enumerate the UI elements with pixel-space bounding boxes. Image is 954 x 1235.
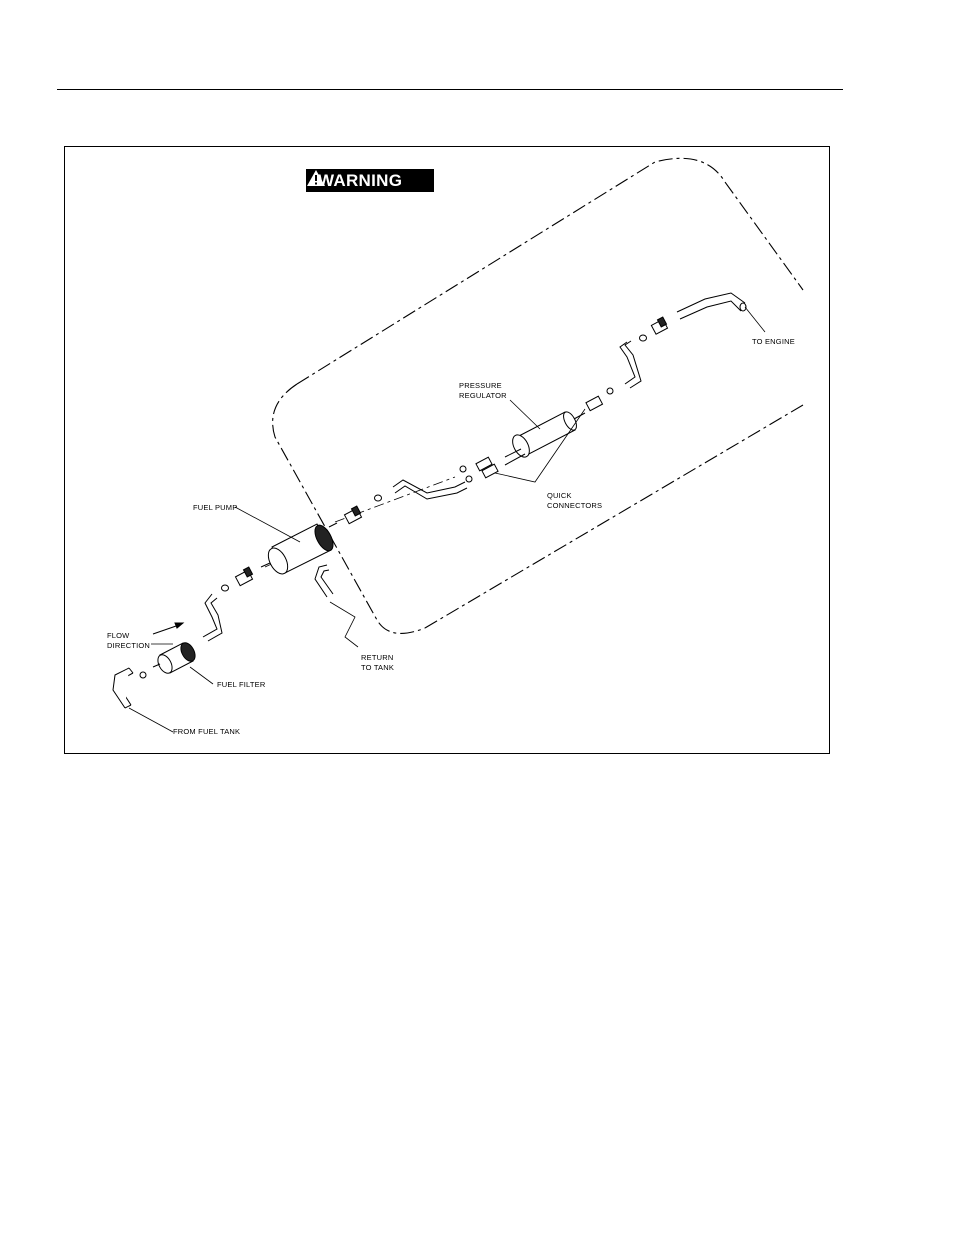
label-flow-direction: FLOW DIRECTION: [107, 631, 150, 650]
system-boundary-bottom: [425, 405, 803, 628]
fuel-system-figure: WARNING TO ENGINE PRESSURE REGULATOR QUI…: [64, 146, 830, 754]
fitting-pump-outlet: [344, 506, 361, 524]
fitting-upper: [651, 317, 667, 334]
regulator-connectors: [460, 457, 498, 482]
fitting-lower: [235, 567, 252, 586]
to-engine-leader: [745, 307, 765, 332]
pressure-regulator-body: [505, 410, 585, 465]
fuel-pump-leader: [235, 507, 300, 542]
label-to-engine: TO ENGINE: [752, 337, 795, 347]
return-hose: [315, 565, 333, 597]
label-fuel-pump: FUEL PUMP: [193, 503, 237, 513]
hose-clamp: [140, 672, 146, 678]
s-hose-upper: [620, 341, 641, 388]
fuel-system-diagram: [65, 147, 831, 755]
hose-clamp: [222, 585, 229, 591]
label-fuel-filter: FUEL FILTER: [217, 680, 265, 690]
regulator-outlet-connector: [586, 388, 613, 411]
label-quick-connectors: QUICK CONNECTORS: [547, 491, 602, 510]
label-return-to-tank: RETURN TO TANK: [361, 653, 394, 672]
system-boundary-left: [273, 384, 425, 633]
header-rule: [57, 89, 843, 90]
warning-triangle-icon: [306, 169, 326, 187]
fuel-tank-hose: [113, 668, 133, 708]
hose-clamp: [640, 335, 647, 341]
hose-clamp: [375, 495, 382, 501]
engine-hose: [677, 293, 746, 319]
system-boundary: [297, 158, 803, 384]
warning-banner: WARNING: [306, 169, 434, 192]
warning-text: WARNING: [318, 171, 402, 191]
label-pressure-regulator: PRESSURE REGULATOR: [459, 381, 507, 400]
fuel-pump-body: [261, 522, 337, 577]
flow-arrow: [153, 623, 183, 634]
middle-hose: [393, 480, 467, 499]
from-fuel-tank-leader: [129, 708, 173, 732]
pressure-regulator-leader: [510, 400, 540, 429]
return-leader: [330, 602, 358, 647]
label-from-fuel-tank: FROM FUEL TANK: [173, 727, 240, 737]
s-hose-lower: [203, 594, 222, 641]
fuel-filter-leader: [190, 667, 213, 684]
fuel-filter-body: [153, 640, 198, 675]
